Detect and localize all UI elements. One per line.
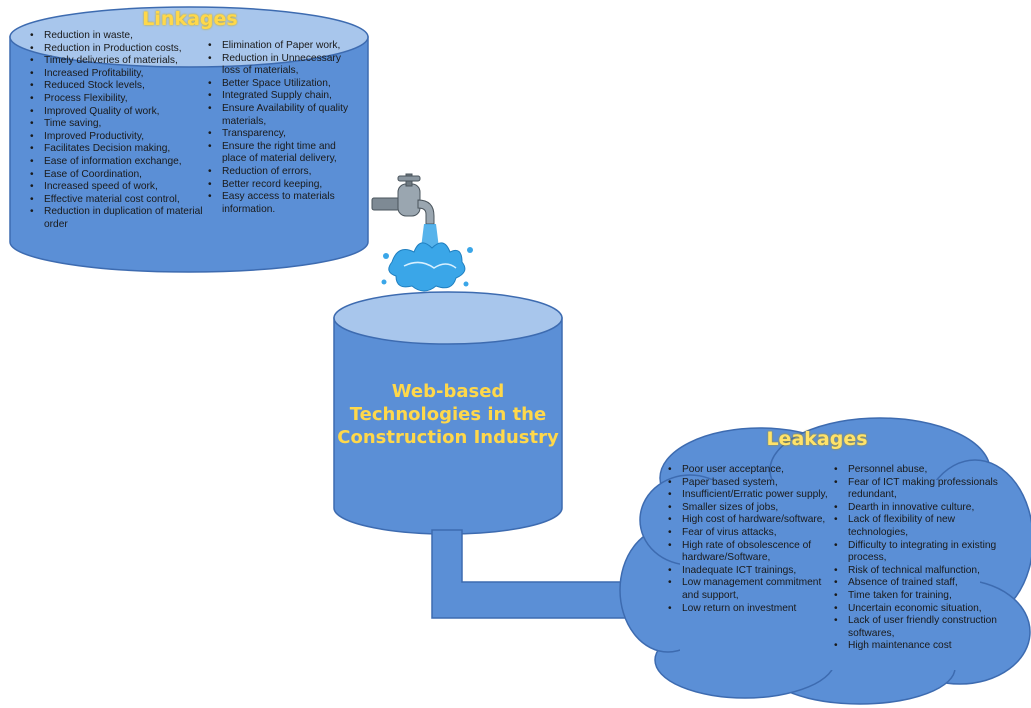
leakage-item: High cost of hardware/software, (664, 514, 832, 527)
central-label: Web-based Technologies in the Constructi… (334, 380, 562, 449)
linkage-item: Better record keeping, (204, 179, 356, 192)
leakage-item: Low management commitment and support, (664, 577, 832, 602)
leakage-item: Paper based system, (664, 477, 832, 490)
linkage-item: Increased speed of work, (26, 181, 206, 194)
linkage-item: Reduction in Production costs, (26, 43, 206, 56)
leakage-item: High rate of obsolescence of hardware/So… (664, 540, 832, 565)
linkage-item: Reduction in duplication of material ord… (26, 206, 206, 231)
linkage-item: Improved Productivity, (26, 131, 206, 144)
linkage-item: Transparency, (204, 128, 356, 141)
linkage-item: Reduction in waste, (26, 30, 206, 43)
leakage-item: Personnel abuse, (830, 464, 1010, 477)
leakage-item: Absence of trained staff, (830, 577, 1010, 590)
water-splash-icon (381, 224, 473, 292)
leakage-item: Low return on investment (664, 603, 832, 616)
leakages-title: Leakages (766, 428, 868, 450)
linkage-item: Elimination of Paper work, (204, 40, 356, 53)
leakage-item: Dearth in innovative culture, (830, 502, 1010, 515)
linkage-item: Effective material cost control, (26, 194, 206, 207)
leakage-item: High maintenance cost (830, 640, 1010, 653)
linkage-item: Easy access to materials information. (204, 191, 356, 216)
leakage-item: Difficulty to integrating in existing pr… (830, 540, 1010, 565)
linkage-item: Integrated Supply chain, (204, 90, 356, 103)
central-cylinder (333, 291, 563, 535)
linkage-item: Ensure the right time and place of mater… (204, 141, 356, 166)
linkage-item: Ensure Availability of quality materials… (204, 103, 356, 128)
water-tap-icon (371, 173, 435, 225)
central-line-1: Web-based (391, 381, 505, 402)
leakage-item: Poor user acceptance, (664, 464, 832, 477)
leakage-item: Lack of flexibility of new technologies, (830, 514, 1010, 539)
leakage-item: Fear of ICT making professionals redunda… (830, 477, 1010, 502)
leakages-right-list: Personnel abuse,Fear of ICT making profe… (830, 464, 1010, 653)
linkages-right-list: Elimination of Paper work,Reduction in U… (204, 40, 356, 216)
central-line-3: Construction Industry (337, 427, 559, 448)
linkage-item: Reduction of errors, (204, 166, 356, 179)
leakage-item: Risk of technical malfunction, (830, 565, 1010, 578)
linkage-item: Better Space Utilization, (204, 78, 356, 91)
linkage-item: Improved Quality of work, (26, 106, 206, 119)
linkage-item: Ease of information exchange, (26, 156, 206, 169)
linkages-title: Linkages (142, 8, 238, 30)
leakage-item: Time taken for training, (830, 590, 1010, 603)
linkage-item: Reduction in Unnecessary loss of materia… (204, 53, 356, 78)
linkages-left-list: Reduction in waste,Reduction in Producti… (26, 30, 206, 232)
leakage-item: Smaller sizes of jobs, (664, 502, 832, 515)
leakage-item: Uncertain economic situation, (830, 603, 1010, 616)
central-line-2: Technologies in the (349, 404, 547, 425)
leakages-left-list: Poor user acceptance,Paper based system,… (664, 464, 832, 615)
linkage-item: Ease of Coordination, (26, 169, 206, 182)
leakage-item: Insufficient/Erratic power supply, (664, 489, 832, 502)
linkage-item: Timely deliveries of materials, (26, 55, 206, 68)
leakage-item: Inadequate ICT trainings, (664, 565, 832, 578)
linkage-item: Increased Profitability, (26, 68, 206, 81)
leakage-item: Lack of user friendly construction softw… (830, 615, 1010, 640)
linkage-item: Process Flexibility, (26, 93, 206, 106)
linkage-item: Time saving, (26, 118, 206, 131)
linkage-item: Facilitates Decision making, (26, 143, 206, 156)
linkage-item: Reduced Stock levels, (26, 80, 206, 93)
leakage-item: Fear of virus attacks, (664, 527, 832, 540)
